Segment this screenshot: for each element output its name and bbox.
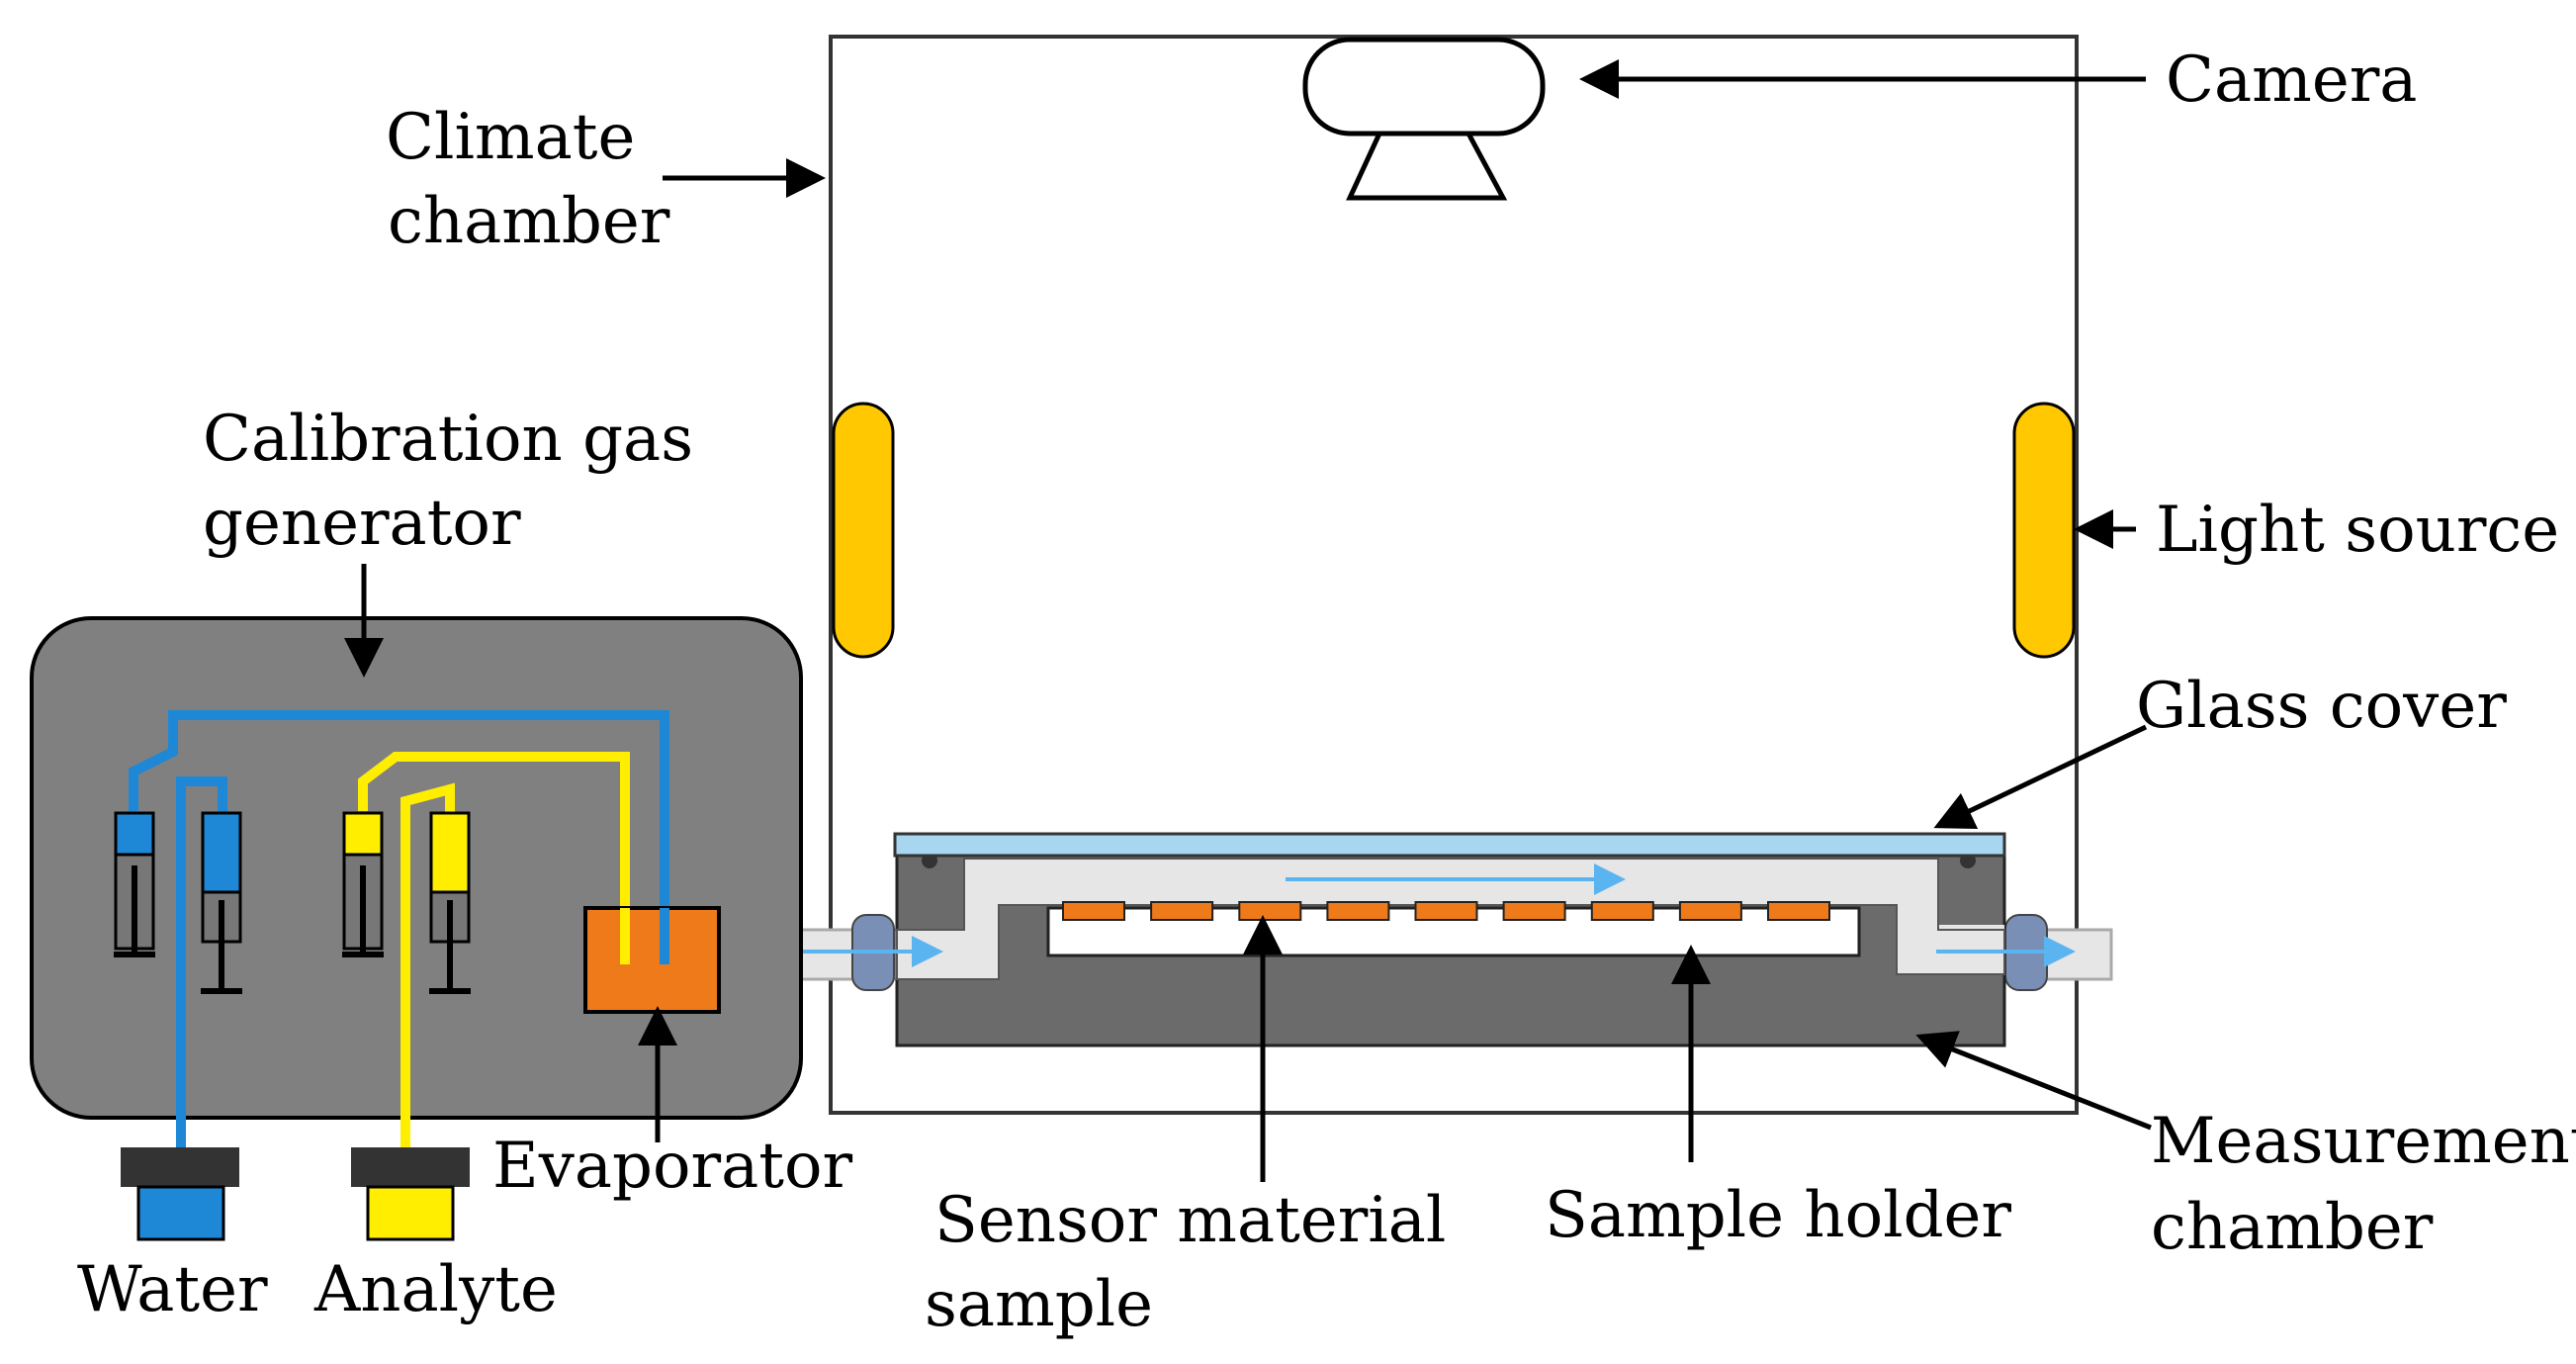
light-source-left (832, 402, 895, 659)
sensor-label-line2: sample (925, 1268, 1153, 1341)
measurement-chamber-arrow (1915, 1031, 2152, 1131)
water-supply-line (176, 776, 227, 1207)
calibration-label-line1: Calibration gas (203, 403, 693, 476)
analyte-line (358, 752, 630, 959)
analyte-label: Analyte (313, 1253, 558, 1326)
analyte-syringe-2 (429, 811, 471, 994)
water-line (129, 710, 669, 959)
sensor-sample (1326, 901, 1390, 921)
glass-cover (893, 832, 2006, 858)
sample-holder-label: Sample holder (1545, 1179, 2011, 1252)
analyte-reservoir (351, 1147, 470, 1241)
camera-label: Camera (2166, 44, 2417, 117)
camera-icon (1302, 37, 1546, 201)
light-source-right (2012, 402, 2076, 659)
analyte-supply-line (400, 782, 455, 1207)
calibration-label-line2: generator (203, 487, 521, 560)
sensor-sample (1678, 901, 1742, 921)
glass-cover-arrow (1933, 724, 2148, 830)
sensor-samples (1062, 901, 1830, 921)
sensor-sample (1414, 901, 1478, 921)
analyte-syringe-1 (342, 811, 384, 957)
climate-chamber (829, 35, 2079, 1115)
water-reservoir (121, 1147, 239, 1241)
glass-cover-label: Glass cover (2136, 670, 2507, 743)
sensor-sample (1502, 901, 1566, 921)
climate-chamber-label-line2: chamber (388, 185, 670, 258)
sensor-sample (1238, 901, 1302, 921)
measurement-chamber-label-line2: chamber (2151, 1191, 2434, 1264)
sensor-sample (1767, 901, 1830, 921)
sensor-label-line1: Sensor material (934, 1184, 1446, 1257)
water-syringe-2 (201, 811, 242, 994)
climate-chamber-label-line1: Climate (386, 101, 635, 174)
light-source-label: Light source (2156, 494, 2559, 567)
water-syringe-1 (114, 811, 155, 957)
evaporator (583, 906, 721, 1014)
measurement-chamber-label-line1: Measurement (2151, 1105, 2576, 1178)
sensor-sample (1150, 901, 1214, 921)
sensor-sample (1062, 901, 1125, 921)
water-label: Water (77, 1253, 268, 1326)
evaporator-label: Evaporator (492, 1130, 853, 1203)
sensor-sample (1590, 901, 1654, 921)
